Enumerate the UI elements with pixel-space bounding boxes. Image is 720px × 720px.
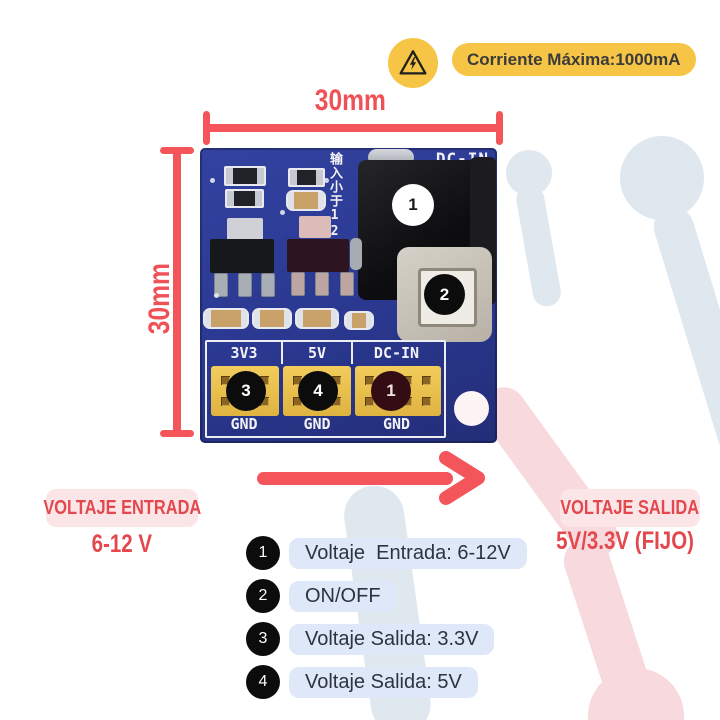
pin-hole: [422, 376, 431, 385]
via-dot: [324, 178, 329, 183]
gnd-label: GND: [382, 415, 411, 433]
regulator-leg: [261, 273, 275, 297]
smd-capacitor: [203, 308, 249, 329]
pin-hole: [221, 376, 231, 385]
watermark-pad-large: [620, 136, 704, 220]
pin-hole: [293, 397, 303, 406]
gnd-label: GND: [230, 415, 258, 433]
voltage-regulator-3v3: [210, 239, 274, 273]
smd-resistor: [224, 166, 266, 186]
pin-hole: [365, 397, 374, 406]
smd-capacitor: [252, 308, 292, 329]
dimension-bar: [206, 124, 500, 132]
max-current-badge: Corriente Máxima:1000mA: [452, 43, 696, 76]
pin-hole: [293, 376, 303, 385]
pin-header-block: 3V3 5V DC-IN 3: [205, 340, 446, 438]
pin-hole: [422, 397, 431, 406]
pin-hole: [331, 376, 341, 385]
legend-item-4: 4 Voltaje Salida: 5V: [246, 665, 478, 699]
smd-resistor: [225, 189, 264, 208]
input-voltage-title-pill: VOLTAJE ENTRADA: [43, 489, 201, 527]
watermark-trace-large: [648, 202, 720, 461]
regulator-leg: [315, 272, 329, 296]
header-label-dcin: DC-IN: [373, 344, 420, 362]
via-dot: [214, 293, 219, 298]
width-dimension-label: 30mm: [314, 84, 386, 117]
marker-2-switch: 2: [424, 274, 465, 315]
legend-item-1: 1 Voltaje Entrada: 6-12V: [246, 536, 527, 570]
pin-hole: [259, 376, 269, 385]
max-current-label: Corriente Máxima:1000mA: [467, 49, 681, 69]
marker-1-jack: 1: [392, 184, 434, 226]
output-voltage-title-pill: VOLTAJE SALIDA: [560, 489, 700, 527]
mounting-hole: [454, 391, 489, 426]
regulator-leg: [291, 272, 305, 296]
regulator-leg: [214, 273, 228, 297]
legend-text: Voltaje Entrada: 6-12V: [289, 537, 527, 569]
pin-hole: [221, 397, 231, 406]
regulator-tab: [227, 218, 263, 240]
regulator-leg: [340, 272, 354, 296]
voltage-regulator-5v: [287, 239, 349, 272]
smd-capacitor: [286, 190, 326, 211]
header-label-3v3: 3V3: [230, 344, 258, 362]
legend-item-2: 2 ON/OFF: [246, 579, 397, 613]
gnd-label: GND: [303, 415, 331, 433]
dimension-bar: [173, 150, 181, 434]
smd-capacitor: [344, 311, 374, 330]
output-voltage-value: 5V/3.3V (FIJO): [556, 527, 694, 555]
regulator-leg: [238, 273, 252, 297]
via-dot: [280, 210, 285, 215]
pin-hole: [259, 397, 269, 406]
legend-text: ON/OFF: [289, 580, 397, 612]
output-voltage-title: VOLTAJE SALIDA: [560, 496, 700, 519]
pcb-board: DC-IN 输入小于12V 1: [200, 148, 497, 443]
header-divider: [281, 342, 283, 364]
via-dot: [210, 178, 215, 183]
marker-4-5v: 4: [298, 371, 338, 411]
width-dimension-line: [203, 111, 503, 145]
header-label-5v: 5V: [307, 344, 327, 362]
smd-capacitor: [295, 308, 339, 329]
warning-icon: [388, 38, 438, 88]
jack-solder-pin: [350, 238, 362, 270]
watermark-trace-small: [514, 183, 563, 309]
legend-number: 3: [246, 622, 280, 656]
pin-hole: [365, 376, 374, 385]
legend-number: 4: [246, 665, 280, 699]
header-divider: [351, 342, 353, 364]
flow-arrow-shaft: [257, 472, 453, 485]
high-voltage-triangle-icon: [399, 50, 427, 75]
legend-number: 2: [246, 579, 280, 613]
input-voltage-value: 6-12 V: [91, 530, 153, 558]
legend-text: Voltaje Salida: 3.3V: [289, 623, 495, 655]
marker-3-3v3: 3: [226, 371, 266, 411]
marker-1-dcin: 1: [371, 371, 411, 411]
regulator-tab: [299, 216, 331, 238]
input-voltage-title: VOLTAJE ENTRADA: [43, 496, 201, 519]
flow-arrow-head: [439, 451, 485, 505]
legend-text: Voltaje Salida: 5V: [289, 666, 478, 698]
smd-resistor: [288, 168, 325, 187]
legend-item-3: 3 Voltaje Salida: 3.3V: [246, 622, 495, 656]
pin-hole: [331, 397, 341, 406]
height-dimension-line: [160, 147, 194, 437]
legend-number: 1: [246, 536, 280, 570]
